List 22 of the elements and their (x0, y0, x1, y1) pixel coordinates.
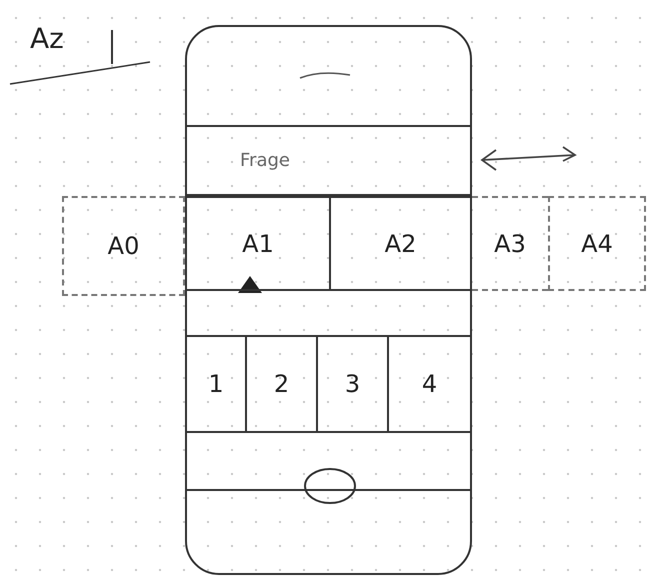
tab-number: 3 (344, 370, 360, 398)
offscreen-panel (472, 196, 548, 291)
tab-number: 1 (208, 370, 224, 398)
question-text: Frage (240, 150, 290, 171)
tab-cell (387, 335, 472, 433)
panel-label: A1 (242, 230, 274, 258)
phone-outline (185, 25, 472, 575)
answer-panel (329, 196, 472, 291)
panel-label: A0 (108, 232, 140, 260)
offscreen-panel (548, 196, 646, 291)
question-band (185, 125, 472, 196)
answer-panel (185, 196, 331, 291)
screen-id-label: Az (30, 22, 64, 55)
panel-label: A3 (494, 230, 526, 258)
tab-cell (316, 335, 389, 433)
tab-cell (185, 335, 247, 433)
tab-cell (245, 335, 318, 433)
panel-label: A2 (384, 230, 416, 258)
panel-label: A4 (581, 230, 613, 258)
tab-number: 2 (274, 370, 290, 398)
offscreen-panel (62, 196, 185, 296)
tab-number: 4 (422, 370, 438, 398)
